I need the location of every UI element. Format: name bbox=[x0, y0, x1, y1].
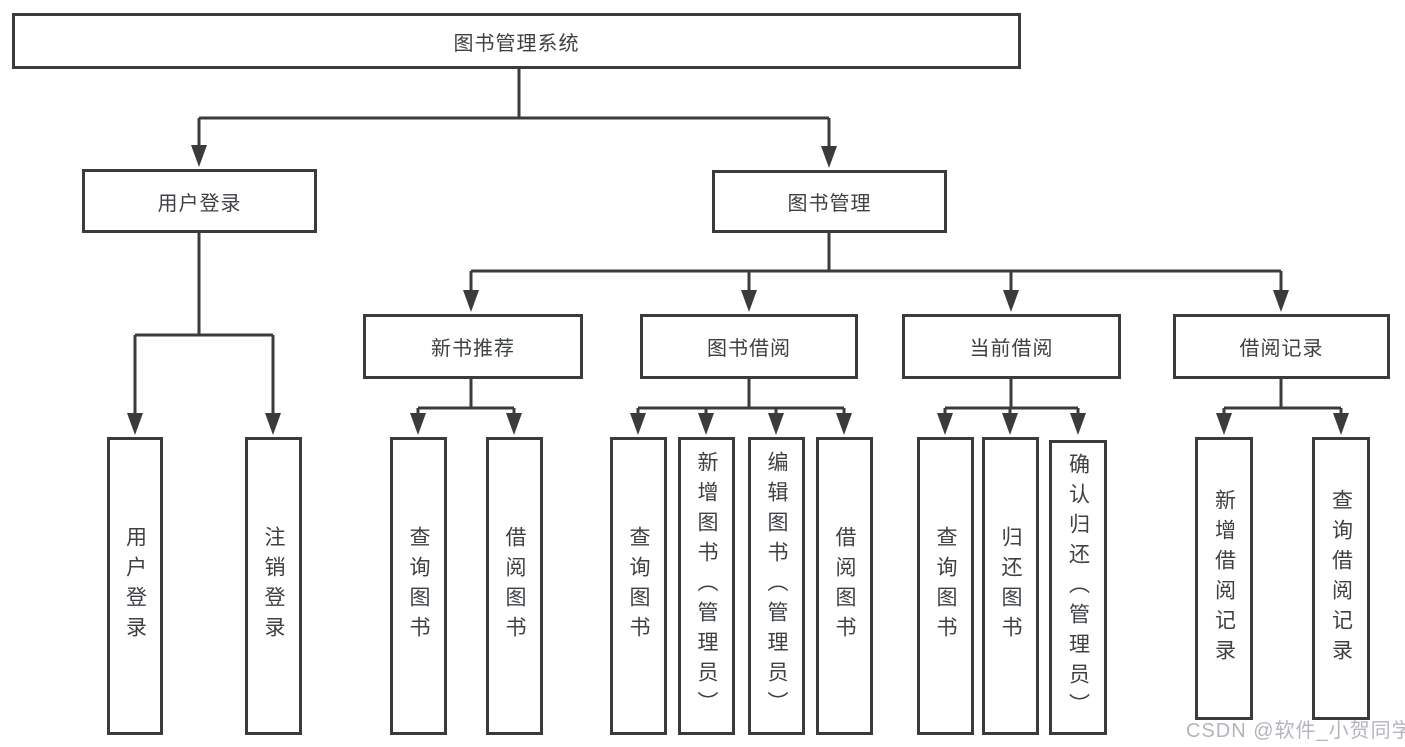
node-borrowing-records: 借阅记录 bbox=[1173, 314, 1390, 379]
leaf-borrowing-query-books: 查询图书 bbox=[610, 437, 667, 735]
leaf-label: 查询图书 bbox=[934, 526, 957, 646]
node-new-book-recommendation: 新书推荐 bbox=[363, 314, 583, 379]
node-label: 借阅记录 bbox=[1239, 338, 1324, 360]
node-library-management-system: 图书管理系统 bbox=[12, 13, 1021, 69]
leaf-label: 新增图书（管理员） bbox=[695, 451, 718, 721]
leaf-label: 查询图书 bbox=[627, 526, 650, 646]
csdn-watermark: CSDN @软件_小贺同学 bbox=[1186, 720, 1405, 742]
leaf-query-borrow-record: 查询借阅记录 bbox=[1312, 437, 1370, 720]
node-book-management: 图书管理 bbox=[712, 170, 947, 233]
node-label: 图书管理 bbox=[787, 193, 872, 215]
leaf-newbook-query-books: 查询图书 bbox=[390, 437, 447, 735]
leaf-label: 编辑图书（管理员） bbox=[765, 451, 788, 721]
leaf-user-login: 用户登录 bbox=[107, 437, 163, 735]
leaf-return-books: 归还图书 bbox=[982, 437, 1039, 735]
leaf-label: 查询借阅记录 bbox=[1329, 488, 1353, 669]
leaf-logout: 注销登录 bbox=[245, 437, 302, 735]
node-label: 用户登录 bbox=[157, 192, 242, 215]
leaf-label: 归还图书 bbox=[999, 526, 1022, 646]
node-user-login: 用户登录 bbox=[82, 169, 317, 233]
leaf-label: 查询图书 bbox=[407, 526, 430, 646]
leaf-edit-books-admin: 编辑图书（管理员） bbox=[748, 437, 805, 735]
leaf-label: 注销登录 bbox=[262, 526, 285, 646]
node-current-borrowing: 当前借阅 bbox=[902, 314, 1121, 379]
leaf-label: 借阅图书 bbox=[503, 526, 526, 646]
leaf-confirm-return-admin: 确认归还（管理员） bbox=[1049, 440, 1107, 735]
node-label: 图书管理系统 bbox=[453, 32, 580, 55]
leaf-label: 确认归还（管理员） bbox=[1066, 452, 1090, 723]
node-label: 新书推荐 bbox=[431, 338, 515, 360]
node-label: 当前借阅 bbox=[969, 338, 1054, 360]
node-label: 图书借阅 bbox=[707, 338, 791, 360]
leaf-label: 用户登录 bbox=[123, 526, 147, 646]
leaf-add-borrow-record: 新增借阅记录 bbox=[1195, 437, 1253, 720]
node-book-borrowing: 图书借阅 bbox=[640, 314, 858, 379]
leaf-label: 借阅图书 bbox=[833, 526, 856, 646]
leaf-label: 新增借阅记录 bbox=[1212, 488, 1236, 669]
leaf-borrowing-borrow-books: 借阅图书 bbox=[816, 437, 873, 735]
leaf-current-query-books: 查询图书 bbox=[917, 437, 974, 735]
leaf-newbook-borrow-books: 借阅图书 bbox=[486, 437, 543, 735]
leaf-add-books-admin: 新增图书（管理员） bbox=[678, 437, 735, 735]
